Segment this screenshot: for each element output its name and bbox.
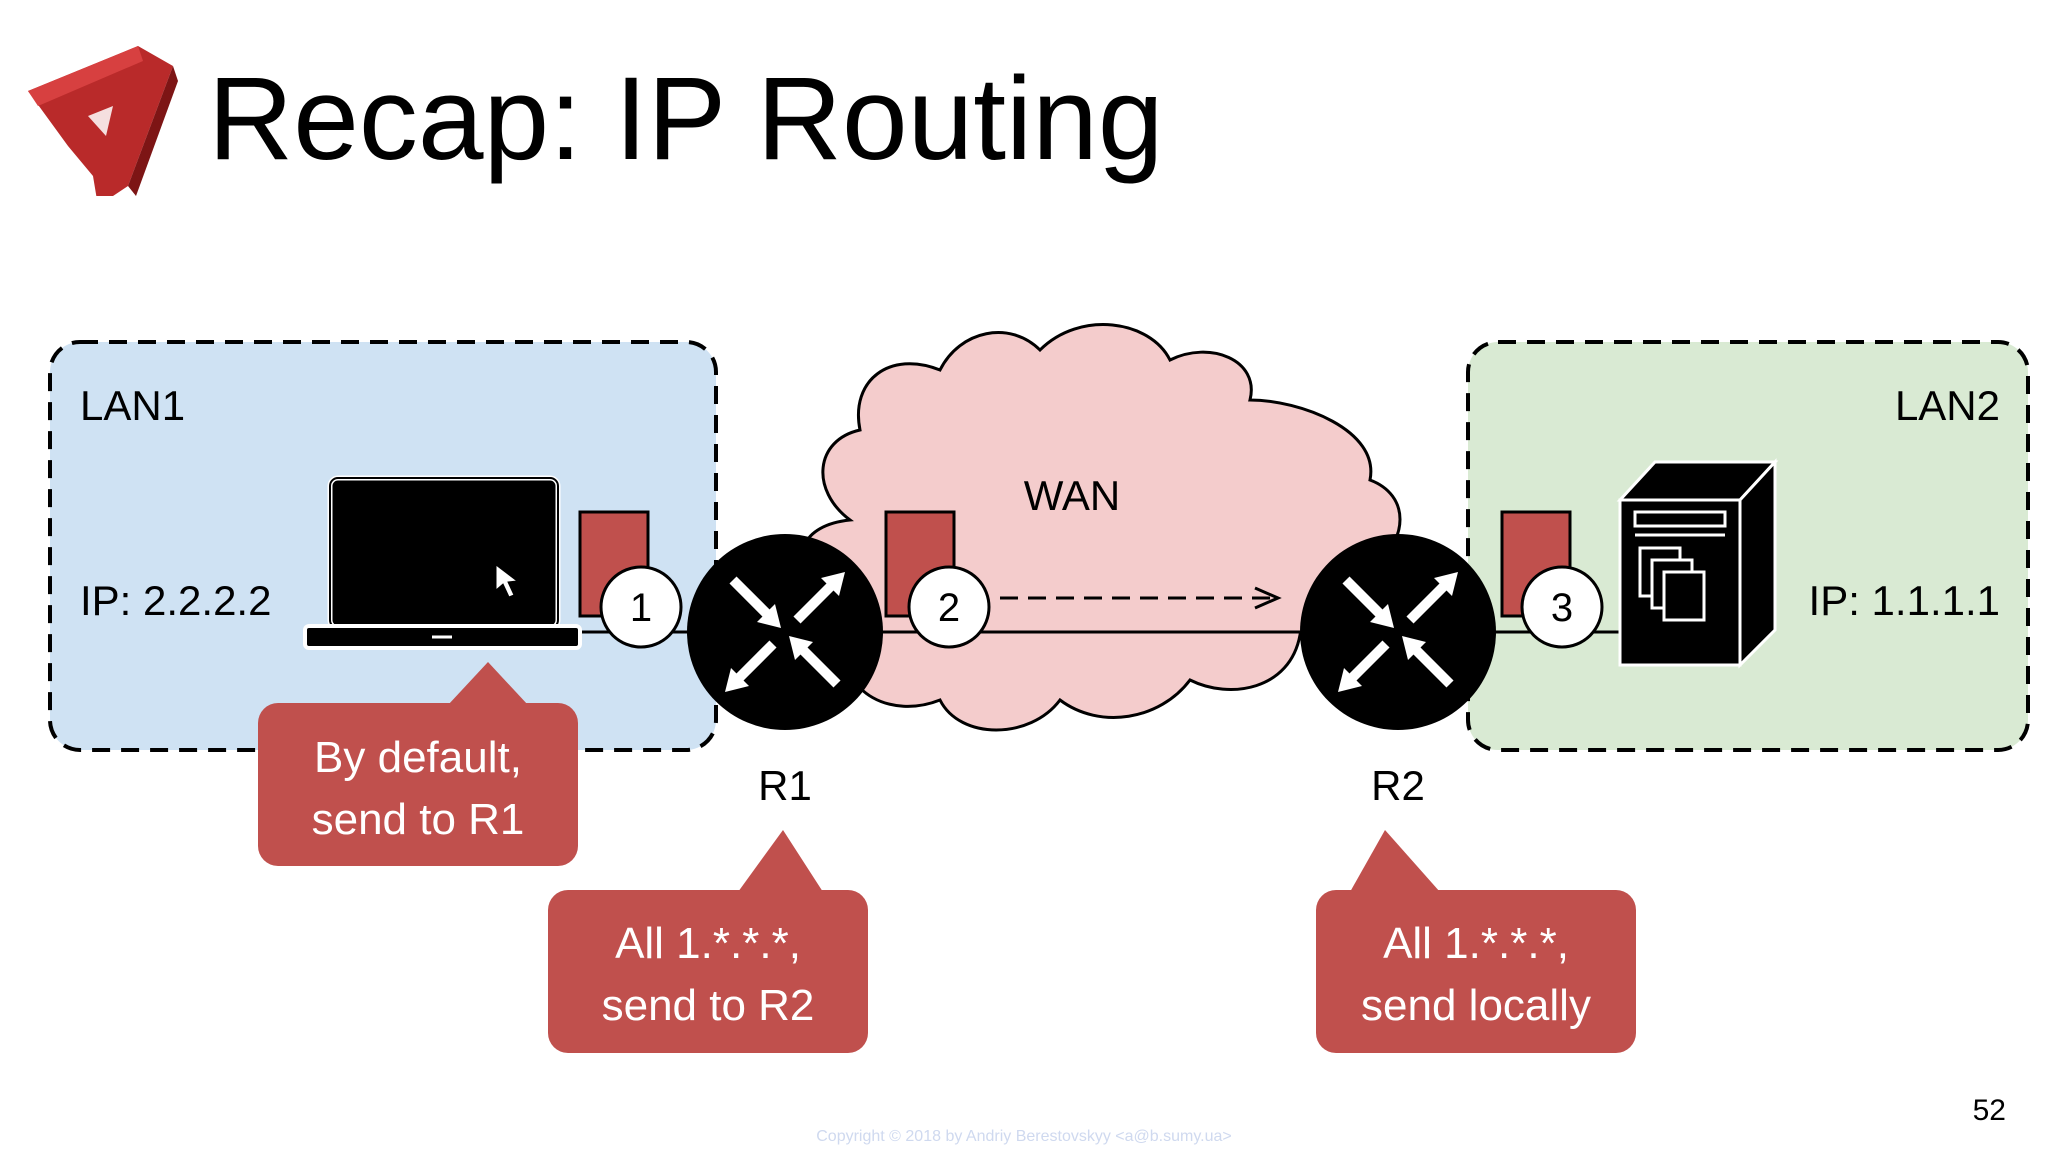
step-2: 2 [907, 565, 991, 649]
callout-laptop-line2: send to R1 [312, 795, 525, 844]
wan-label: WAN [1024, 472, 1120, 519]
callout-laptop: By default, send to R1 [258, 662, 578, 866]
step-2-label: 2 [938, 586, 960, 630]
host2-ip: IP: 1.1.1.1 [1809, 577, 2000, 624]
router2-label: R2 [1371, 762, 1425, 809]
logo-icon [28, 46, 178, 196]
router-icon-r1 [687, 534, 883, 730]
callout-r2-line2: send locally [1361, 981, 1591, 1030]
callout-r2-line1: All 1.*.*.*, [1383, 919, 1569, 968]
callout-laptop-line1: By default, [314, 733, 522, 782]
step-3: 3 [1520, 565, 1604, 649]
page-title: Recap: IP Routing [208, 53, 1164, 185]
router1-label: R1 [758, 762, 812, 809]
lan1-label: LAN1 [80, 382, 185, 429]
step-1: 1 [599, 565, 683, 649]
step-3-label: 3 [1551, 586, 1573, 630]
callout-r1-line2: send to R2 [602, 981, 815, 1030]
callout-r2: All 1.*.*.*, send locally [1316, 830, 1636, 1053]
host1-ip: IP: 2.2.2.2 [80, 577, 271, 624]
callout-r1-line1: All 1.*.*.*, [615, 919, 801, 968]
router-icon-r2 [1300, 534, 1496, 730]
lan2-label: LAN2 [1895, 382, 2000, 429]
arrowhead [1254, 586, 1282, 610]
callout-r1: All 1.*.*.*, send to R2 [548, 830, 868, 1053]
page-number: 52 [1972, 1094, 2006, 1127]
copyright-text: Copyright © 2018 by Andriy Berestovskyy … [816, 1128, 1232, 1145]
server-icon [1616, 458, 1779, 669]
laptop-icon [303, 475, 582, 650]
step-1-label: 1 [630, 586, 652, 630]
